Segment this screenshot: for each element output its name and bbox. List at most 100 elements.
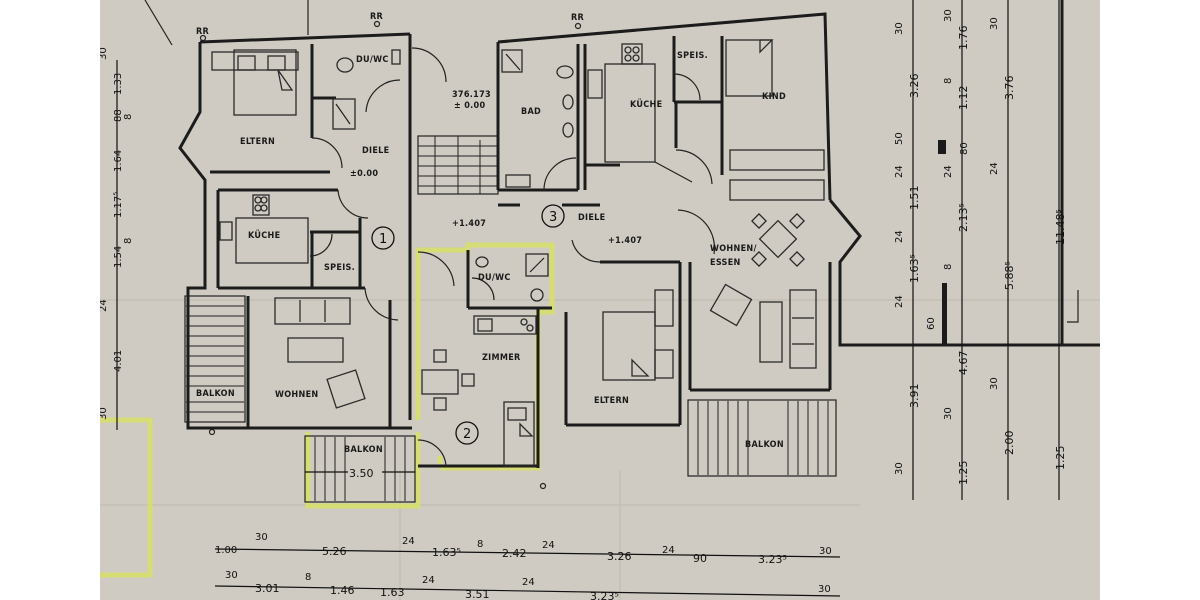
- dimension-column-right-1: 30 3.26 50 24 1.51 24 1.63⁵ 24 60 3.91 3…: [894, 0, 937, 500]
- wall-stub: [942, 283, 947, 345]
- highlight-unit-2: [100, 242, 555, 578]
- svg-text:24: 24: [662, 545, 675, 556]
- svg-text:30: 30: [989, 377, 1000, 390]
- svg-text:5.26: 5.26: [322, 545, 347, 558]
- staircase: [408, 120, 499, 420]
- label-unit2-duwc: DU/WC: [478, 273, 511, 283]
- label-unit1-eltern: ELTERN: [240, 137, 275, 147]
- rr-label: RR: [196, 27, 210, 37]
- svg-text:2.13⁵: 2.13⁵: [957, 203, 970, 232]
- svg-text:30: 30: [818, 584, 831, 595]
- unit-number-1: 1: [379, 232, 387, 247]
- rr-label: RR: [571, 13, 585, 23]
- svg-text:24: 24: [100, 299, 109, 312]
- svg-text:30: 30: [989, 17, 1000, 30]
- rr-labels: RR RR RR: [196, 12, 585, 37]
- svg-text:8: 8: [305, 572, 311, 583]
- svg-text:1.54: 1.54: [113, 246, 124, 268]
- svg-text:24: 24: [943, 165, 954, 178]
- label-unit3-kueche: KÜCHE: [630, 99, 662, 110]
- unit-1: [178, 32, 447, 430]
- svg-text:24: 24: [894, 165, 905, 178]
- label-unit3-essen: ESSEN: [710, 258, 741, 268]
- svg-text:1.76: 1.76: [957, 26, 970, 51]
- svg-text:1.64: 1.64: [113, 150, 124, 172]
- svg-text:3.51: 3.51: [465, 588, 490, 600]
- svg-text:2.42: 2.42: [502, 547, 527, 560]
- unit-numbers: 1 2 3: [371, 204, 565, 445]
- level-marks: ±0.00 376.173 ± 0.00 +1.407 +1.407: [350, 90, 642, 246]
- svg-text:3.23⁵: 3.23⁵: [758, 553, 787, 566]
- label-unit3-speis: SPEIS.: [677, 51, 708, 61]
- svg-text:24: 24: [422, 575, 435, 586]
- svg-text:30: 30: [255, 532, 268, 543]
- unit-3: [496, 12, 1100, 477]
- svg-text:11.48⁵: 11.48⁵: [1054, 209, 1067, 245]
- label-unit1-kueche: KÜCHE: [248, 230, 280, 241]
- label-unit1-wohnen: WOHNEN: [275, 390, 318, 400]
- svg-text:8: 8: [123, 238, 134, 244]
- right-letterbox: [1100, 0, 1200, 600]
- wall-stub: [938, 140, 946, 154]
- dimension-column-right-4: 11.48⁵ 1.25: [1054, 0, 1079, 500]
- label-unit3-balkon: BALKON: [745, 440, 784, 450]
- unit-number-3: 3: [549, 210, 557, 225]
- floor-plan-sheet: ELTERN DU/WC DIELE KÜCHE SPEIS. WOHNEN B…: [100, 0, 1100, 600]
- svg-text:1.63⁵: 1.63⁵: [908, 254, 921, 283]
- dimension-column-right-2: 30 1.76 8 1.12 80 24 2.13⁵ 8 4.67 30 1.2…: [943, 0, 970, 500]
- level-landing-2: ± 0.00: [454, 101, 485, 111]
- svg-text:90: 90: [693, 552, 707, 565]
- left-letterbox: [0, 0, 100, 600]
- svg-text:4.67: 4.67: [957, 351, 970, 376]
- label-unit3-kind: KIND: [762, 92, 786, 102]
- svg-text:1.63⁵: 1.63⁵: [432, 546, 461, 559]
- label-unit1-speis: SPEIS.: [324, 263, 355, 273]
- floor-plan-drawing: ELTERN DU/WC DIELE KÜCHE SPEIS. WOHNEN B…: [100, 0, 1100, 600]
- svg-text:24: 24: [989, 162, 1000, 175]
- svg-text:1.12: 1.12: [957, 86, 970, 111]
- svg-text:24: 24: [542, 540, 555, 551]
- svg-text:30: 30: [894, 462, 905, 475]
- svg-text:30: 30: [943, 407, 954, 420]
- ghost-lines: [100, 299, 1100, 600]
- svg-text:1.25: 1.25: [957, 461, 970, 486]
- svg-text:80: 80: [959, 142, 970, 155]
- svg-text:1.17⁵: 1.17⁵: [113, 192, 124, 218]
- svg-text:8: 8: [477, 539, 483, 550]
- svg-text:30: 30: [100, 407, 109, 420]
- dimension-column-right-3: 30 3.76 24 5.88⁵ 30 2.00: [989, 0, 1016, 500]
- svg-text:30: 30: [225, 570, 238, 581]
- unit-number-2: 2: [463, 427, 471, 442]
- svg-text:4.01: 4.01: [113, 350, 124, 372]
- svg-text:1.25: 1.25: [1054, 446, 1067, 471]
- label-unit3-eltern: ELTERN: [594, 396, 629, 406]
- svg-text:24: 24: [894, 230, 905, 243]
- level-unit3-diele: +1.407: [608, 236, 642, 246]
- svg-text:50: 50: [894, 132, 905, 145]
- svg-text:3.01: 3.01: [255, 582, 280, 595]
- svg-text:3.91: 3.91: [908, 384, 921, 409]
- svg-text:60: 60: [926, 317, 937, 330]
- level-stair-mid: +1.407: [452, 219, 486, 229]
- level-unit1-diele: ±0.00: [350, 169, 378, 179]
- svg-text:3.23⁵: 3.23⁵: [590, 590, 619, 600]
- label-unit3-wohnen: WOHNEN/: [710, 244, 757, 254]
- site-line: [144, 0, 173, 46]
- label-unit1-balkon: BALKON: [196, 389, 235, 399]
- svg-text:30: 30: [100, 47, 109, 60]
- svg-text:24: 24: [522, 577, 535, 588]
- svg-text:3.26: 3.26: [908, 74, 921, 99]
- label-unit1-diele: DIELE: [362, 146, 389, 156]
- svg-text:2.00: 2.00: [1003, 431, 1016, 456]
- balcony-width-dimension: 3.50: [349, 467, 374, 480]
- svg-text:24: 24: [402, 536, 415, 547]
- svg-text:1.00: 1.00: [215, 545, 237, 556]
- room-labels: ELTERN DU/WC DIELE KÜCHE SPEIS. WOHNEN B…: [196, 51, 786, 455]
- dining-table: [751, 213, 805, 267]
- label-unit1-duwc: DU/WC: [356, 55, 389, 65]
- svg-text:1.63: 1.63: [380, 586, 405, 599]
- unit-2: [304, 250, 552, 503]
- svg-text:88: 88: [113, 109, 124, 122]
- dimension-row-bottom-2: 30 3.01 8 1.46 1.63 24 3.51 24 3.23⁵ 30: [214, 570, 841, 600]
- label-unit3-diele: DIELE: [578, 213, 605, 223]
